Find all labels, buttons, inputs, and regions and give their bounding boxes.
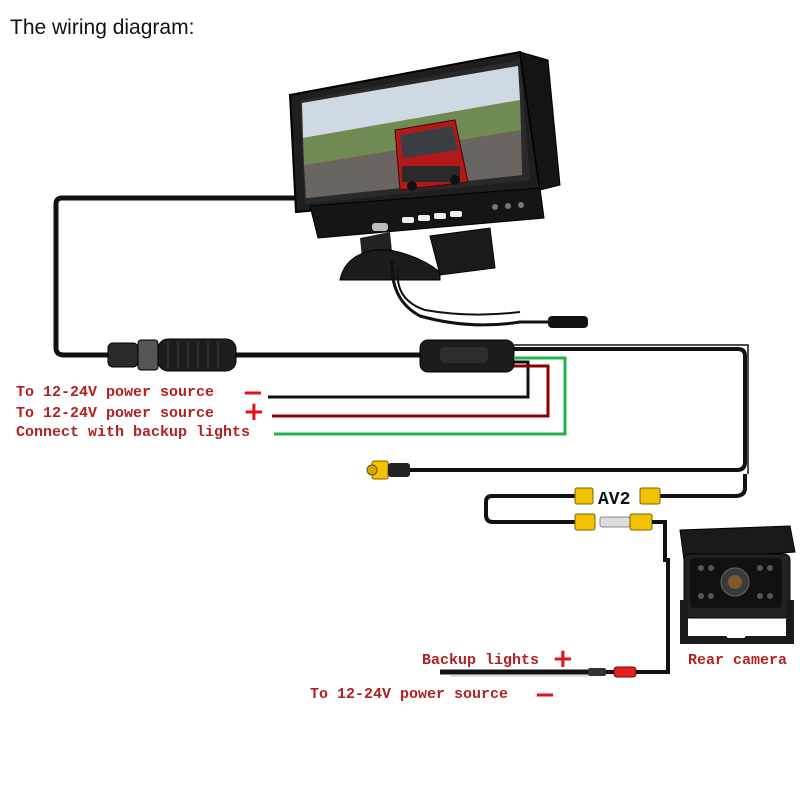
av2-cable-top: [660, 474, 747, 498]
monitor-illustration: [288, 50, 588, 328]
label-rear-camera: Rear camera: [688, 652, 788, 669]
monitor-power-cable: [390, 259, 550, 327]
monitor-cable: [53, 195, 300, 358]
label-av2: AV2: [598, 490, 631, 510]
diagram-title: The wiring diagram:: [10, 16, 195, 39]
plus-sign: +: [243, 397, 265, 427]
video-cable: [410, 347, 747, 472]
aviation-connector: [107, 338, 237, 372]
rca-av2-top: [574, 487, 661, 505]
monitor-cable-white-edge: [65, 204, 300, 345]
rca-female-left: [366, 460, 410, 480]
wire-green: [274, 356, 567, 436]
camera-video-cable: [628, 520, 670, 674]
video-cable-2: [514, 344, 749, 474]
av2-cable-left: [484, 494, 575, 524]
truck-on-screen: [394, 119, 469, 191]
minus-sign: −: [242, 378, 264, 408]
label-backup-lights: Connect with backup lights: [16, 424, 251, 441]
camera-pigtail: [440, 666, 637, 678]
camera-plus-sign: +: [552, 644, 574, 674]
camera-minus-sign: −: [534, 680, 556, 710]
label-camera-backup-lights: Backup lights: [422, 652, 540, 669]
label-power-negative: To 12-24V power source: [16, 384, 215, 401]
label-power-positive: To 12-24V power source: [16, 405, 215, 422]
rca-av2-bottom: [574, 513, 653, 531]
wire-black: [268, 360, 530, 399]
label-camera-power: To 12-24V power source: [310, 686, 509, 703]
rear-camera-illustration: [679, 525, 796, 644]
splitter-module: [419, 339, 515, 373]
wire-red: [272, 364, 550, 418]
